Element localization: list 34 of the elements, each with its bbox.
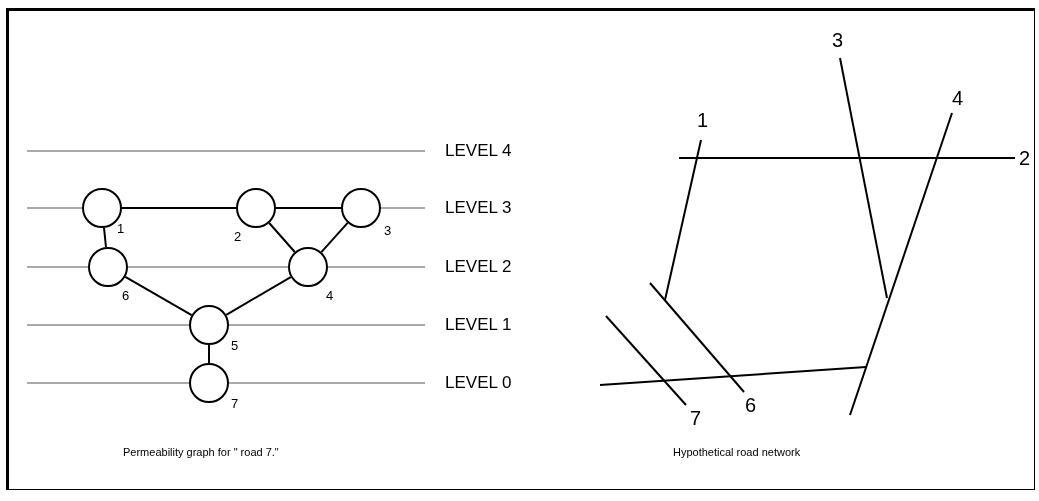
- level-label: LEVEL 0: [445, 374, 512, 391]
- graph-edge: [124, 275, 193, 317]
- node-number: 4: [326, 289, 334, 302]
- road-number: 6: [745, 395, 757, 415]
- road-number: 2: [1019, 148, 1031, 168]
- graph-edge: [320, 221, 349, 254]
- graph-caption: Permeability graph for " road 7.": [123, 447, 279, 458]
- level-label: LEVEL 2: [445, 258, 512, 275]
- node-number: 6: [122, 289, 130, 302]
- graph-circle: [189, 305, 229, 345]
- node-number: 5: [231, 339, 239, 352]
- graph-circle: [189, 363, 229, 403]
- graph-edge: [208, 344, 210, 364]
- graph-edge: [121, 207, 237, 209]
- graph-circle: [341, 188, 381, 228]
- graph-circle: [288, 247, 328, 287]
- graph-edge: [103, 226, 107, 249]
- level-label: LEVEL 3: [445, 199, 512, 216]
- road-number: 3: [832, 30, 844, 50]
- node-number: 1: [117, 222, 125, 235]
- graph-circle: [88, 247, 128, 287]
- road-number: 7: [690, 408, 702, 428]
- road-number: 1: [697, 110, 709, 130]
- node-number: 7: [231, 397, 239, 410]
- graph-edge: [275, 207, 342, 209]
- road-number: 4: [952, 88, 964, 108]
- graph-edge: [225, 276, 292, 316]
- level-label: LEVEL 1: [445, 316, 512, 333]
- node-number: 2: [234, 230, 242, 243]
- node-number: 3: [384, 224, 392, 237]
- graph-edge: [268, 222, 296, 253]
- drawing-caption: Hypothetical road network: [673, 447, 801, 458]
- graph-circle: [236, 188, 276, 228]
- level-label: LEVEL 4: [445, 142, 512, 159]
